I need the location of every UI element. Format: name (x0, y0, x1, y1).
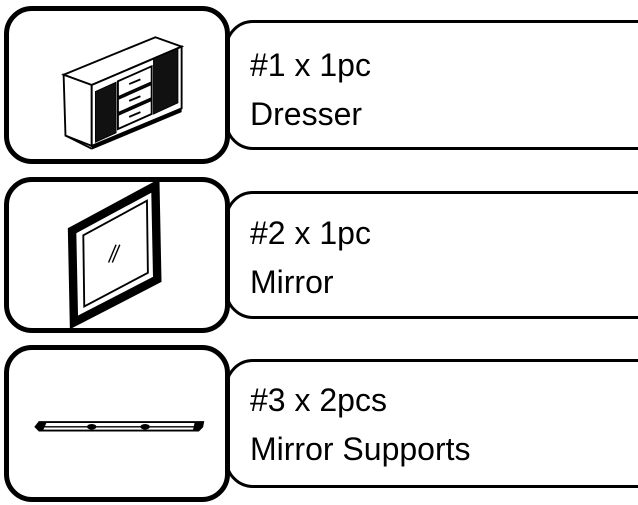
dresser-icon (61, 36, 185, 150)
part-name: Dresser (250, 96, 363, 132)
part-name: Mirror (250, 264, 334, 300)
part-quantity: #2 x 1pc (250, 215, 371, 251)
part-label-box (225, 20, 638, 150)
part-row-dresser: #1 x 1pc Dresser (0, 6, 638, 164)
part-image-box (4, 345, 230, 502)
part-quantity: #3 x 2pcs (250, 382, 387, 418)
mirror-icon (67, 182, 162, 328)
part-quantity: #1 x 1pc (250, 47, 371, 83)
part-image-box (4, 177, 230, 333)
part-image-box (4, 6, 230, 164)
part-label-box (225, 359, 638, 488)
part-row-mirror: #2 x 1pc Mirror (0, 177, 638, 333)
mirror-support-icon (34, 421, 205, 432)
part-row-mirror-supports: #3 x 2pcs Mirror Supports (0, 345, 638, 502)
part-name: Mirror Supports (250, 431, 471, 467)
